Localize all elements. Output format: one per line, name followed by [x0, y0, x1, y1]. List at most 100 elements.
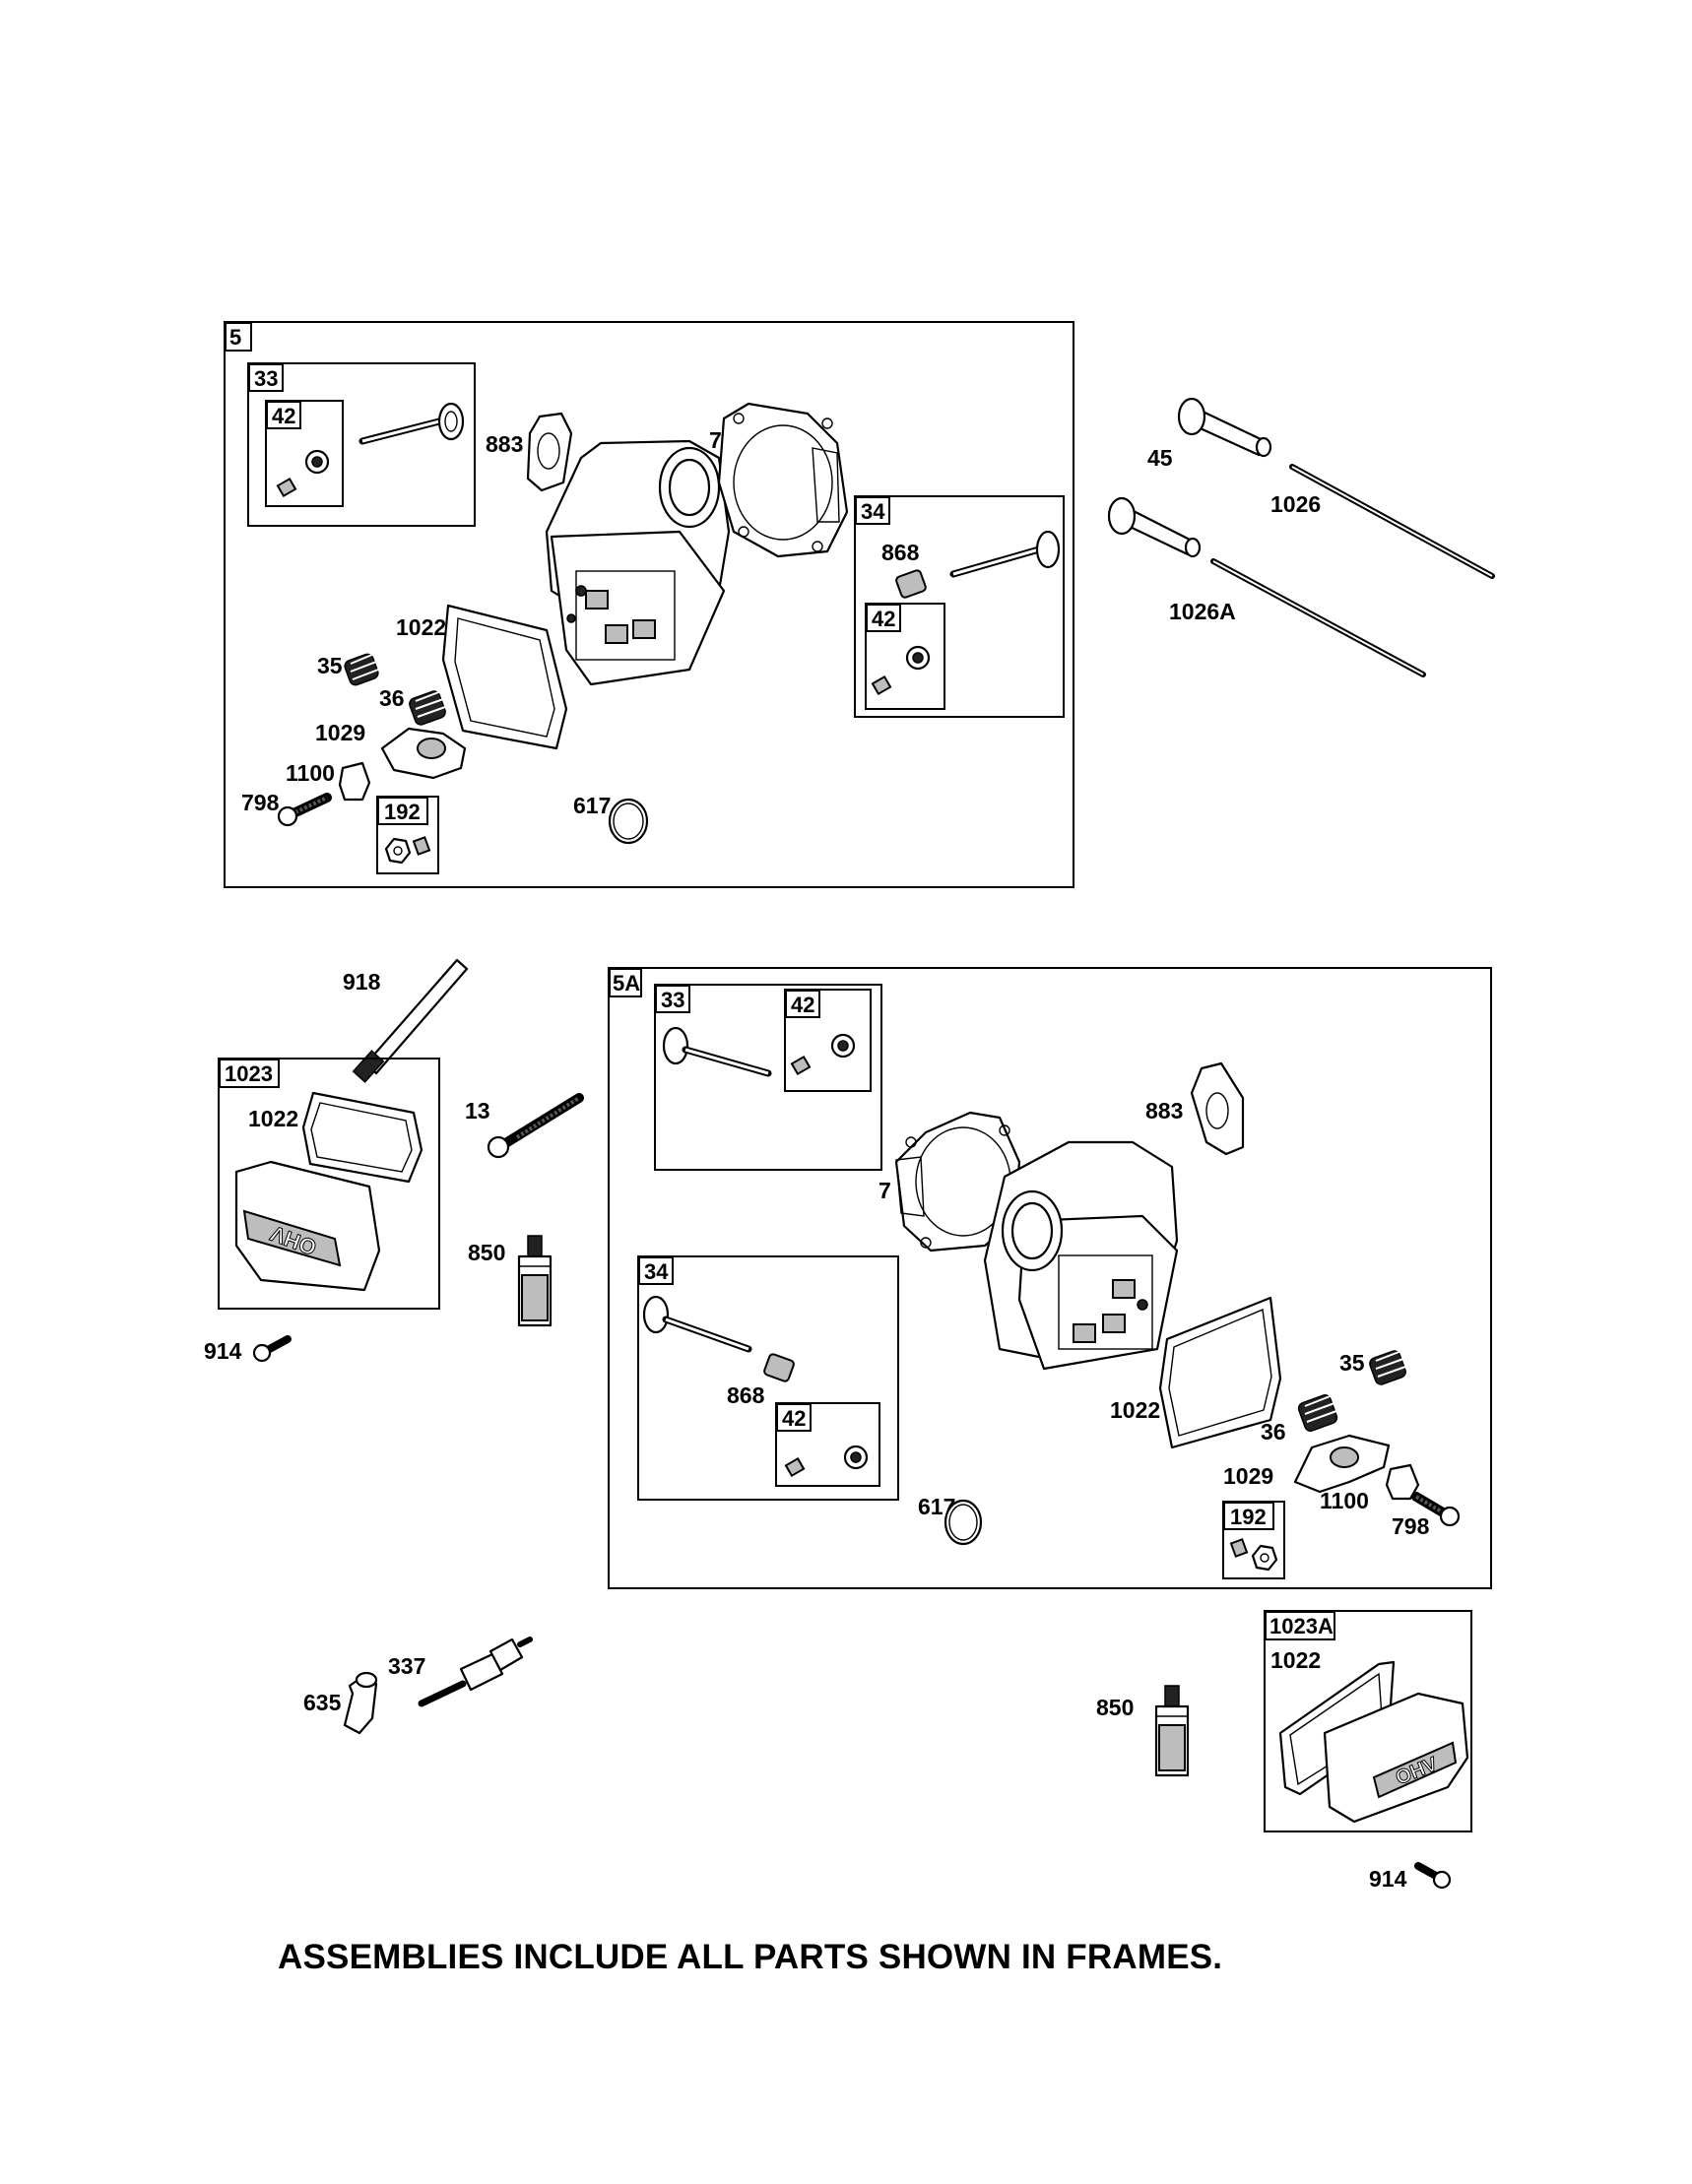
- callout-5A-883: 883: [1145, 1098, 1183, 1124]
- frame-5A-33-tag: 33: [661, 988, 684, 1012]
- valve-seal-icon: [871, 645, 931, 696]
- valve-icon: [1177, 397, 1272, 458]
- valve-seal-icon: [790, 1033, 856, 1076]
- valve-seal-icon: [276, 449, 330, 498]
- sealant-tube-icon: [517, 1235, 553, 1327]
- frame-5-42b: [865, 603, 945, 710]
- frame-1023A: [1264, 1610, 1472, 1832]
- frame-5-34: [854, 495, 1065, 718]
- callout-337: 337: [388, 1653, 425, 1679]
- callout-13: 13: [465, 1098, 490, 1124]
- rocker-stud-icon: [338, 761, 371, 802]
- frame-5-42a-tag: 42: [272, 404, 295, 428]
- intake-valve-icon: [642, 1295, 752, 1353]
- exhaust-valve-icon: [358, 402, 465, 445]
- callout-918: 918: [343, 969, 381, 995]
- callout-5-868: 868: [881, 540, 920, 565]
- screw-icon: [252, 1335, 292, 1363]
- spark-plug-boot-icon: [343, 1671, 378, 1735]
- bolt-icon: [277, 793, 332, 827]
- bolt-icon: [1411, 1492, 1461, 1527]
- intake-valve-icon: [949, 530, 1061, 578]
- rocker-cover-icon: OHV: [234, 1160, 381, 1292]
- callout-5-36: 36: [379, 685, 405, 711]
- exhaust-valve-icon: [662, 1026, 772, 1077]
- frame-5A-33: [654, 984, 882, 1171]
- callout-45: 45: [1147, 445, 1173, 471]
- callout-850-b: 850: [1096, 1695, 1134, 1720]
- bolt-icon: [487, 1093, 584, 1159]
- callout-635: 635: [303, 1690, 342, 1715]
- callout-5-35: 35: [317, 653, 343, 678]
- frame-5A-42b-tag: 42: [782, 1406, 806, 1431]
- callout-914-b: 914: [1369, 1866, 1407, 1892]
- valve-guide-icon: [763, 1353, 795, 1382]
- rocker-arm-icon: [1293, 1434, 1391, 1494]
- frame-5-tag: 5: [229, 325, 241, 350]
- callout-5-1029: 1029: [315, 720, 365, 745]
- head-gasket-icon: [717, 402, 849, 558]
- frame-5-42a: [265, 400, 344, 507]
- frame-5A-tag: 5A: [613, 971, 640, 996]
- frame-5-33-tag: 33: [254, 366, 278, 391]
- callout-5-1022: 1022: [396, 614, 446, 640]
- valve-spring-icon: [1369, 1350, 1406, 1385]
- valve-icon: [1107, 496, 1202, 558]
- frame-1023A-tag: 1023A: [1269, 1614, 1334, 1638]
- callout-5A-868: 868: [727, 1382, 765, 1408]
- frame-1023: [218, 1058, 440, 1310]
- callout-914-a: 914: [204, 1338, 242, 1364]
- callout-1023-1022: 1022: [248, 1106, 298, 1131]
- valve-guide-icon: [895, 569, 927, 599]
- frame-5-42b-tag: 42: [872, 607, 895, 631]
- callout-5-798: 798: [241, 790, 280, 815]
- callout-5-7: 7: [709, 427, 722, 453]
- valve-spring-icon: [344, 653, 379, 686]
- screw-icon: [1414, 1862, 1452, 1890]
- frame-5-33: [247, 362, 476, 527]
- callout-1026: 1026: [1270, 491, 1321, 517]
- callout-5A-798: 798: [1392, 1513, 1430, 1539]
- frame-5: [224, 321, 1074, 888]
- callout-5A-7: 7: [879, 1178, 891, 1203]
- rocker-stud-icon: [1385, 1463, 1420, 1501]
- o-ring-icon: [944, 1499, 983, 1546]
- callout-5A-1022: 1022: [1110, 1397, 1160, 1423]
- frame-5A-42a-tag: 42: [791, 993, 814, 1017]
- spark-plug-icon: [418, 1637, 533, 1707]
- callout-5-1100: 1100: [286, 760, 335, 786]
- footer-note: ASSEMBLIES INCLUDE ALL PARTS SHOWN IN FR…: [278, 1938, 1223, 1976]
- valve-spring-icon: [409, 690, 446, 726]
- frame-5A-34-tag: 34: [644, 1259, 669, 1284]
- callout-5A-1100: 1100: [1320, 1488, 1369, 1513]
- rocker-cover-gasket-icon: [301, 1091, 423, 1184]
- rocker-cover-gasket-icon: [1158, 1296, 1282, 1449]
- frame-5A: [608, 967, 1492, 1589]
- frame-5A-34: [637, 1255, 899, 1501]
- frame-5A-42b: [775, 1402, 880, 1487]
- valve-seal-icon: [784, 1445, 869, 1478]
- rocker-cover-icon: OHV: [1323, 1692, 1469, 1824]
- callout-850-a: 850: [468, 1240, 505, 1265]
- frame-5-34-tag: 34: [861, 499, 885, 524]
- frame-5A-192-tag: 192: [1230, 1505, 1267, 1529]
- intake-gasket-icon: [1190, 1061, 1245, 1156]
- callout-5-617: 617: [573, 793, 611, 818]
- callout-5-883: 883: [486, 431, 523, 457]
- rocker-arm-icon: [380, 727, 467, 780]
- callout-1026A: 1026A: [1169, 599, 1236, 624]
- sealant-tube-icon: [1154, 1685, 1190, 1777]
- nut-icon: [1229, 1538, 1278, 1572]
- push-rod-icon: [1210, 558, 1426, 677]
- callout-1023A-1022: 1022: [1270, 1647, 1321, 1673]
- nut-icon: [384, 836, 431, 865]
- cylinder-head-icon: [545, 439, 731, 686]
- intake-gasket-icon: [526, 412, 573, 492]
- callout-5A-1029: 1029: [1223, 1463, 1273, 1489]
- push-rod-icon: [1289, 464, 1495, 579]
- valve-spring-icon: [1297, 1394, 1338, 1432]
- frame-5-192-tag: 192: [384, 800, 421, 824]
- frame-1023-tag: 1023: [225, 1061, 273, 1086]
- callout-5A-36: 36: [1261, 1419, 1286, 1445]
